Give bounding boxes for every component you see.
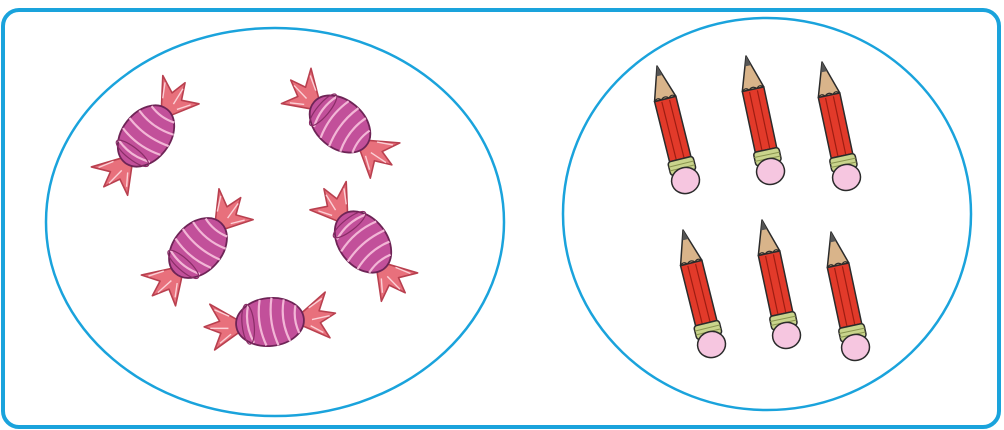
- outer-frame: [3, 10, 999, 427]
